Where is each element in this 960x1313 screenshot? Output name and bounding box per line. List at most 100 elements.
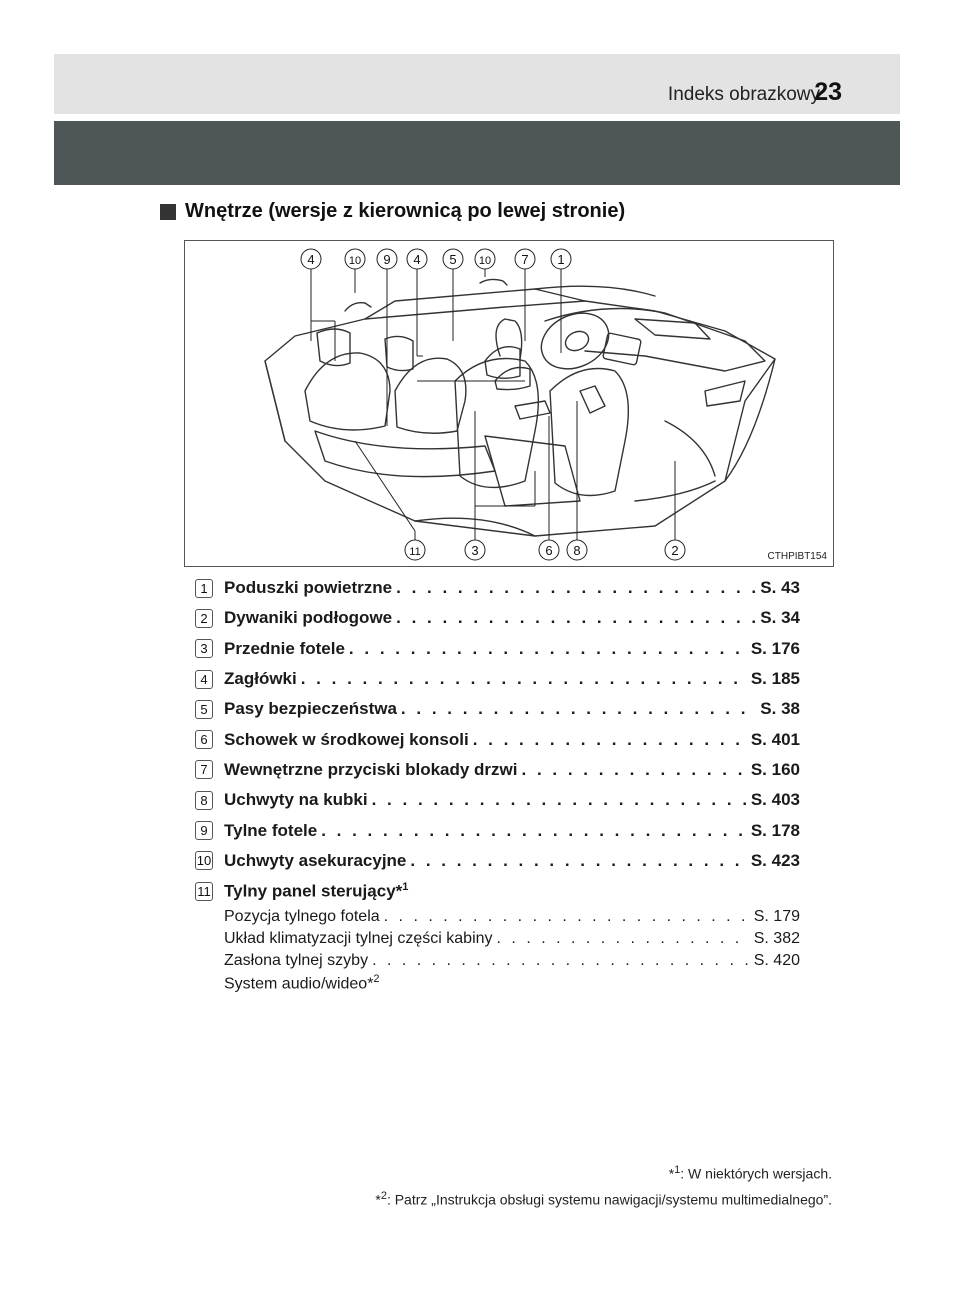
svg-text:4: 4 xyxy=(413,252,420,267)
item-page-ref[interactable]: S. 401 xyxy=(750,729,800,749)
item-page-ref[interactable]: S. 178 xyxy=(750,820,800,840)
item-number: 10 xyxy=(195,851,213,871)
footnote-mark: * xyxy=(375,1191,381,1208)
sub-item-label: Układ klimatyzacji tylnej części kabiny xyxy=(224,930,493,948)
sub-item-label: Pozycja tylnego fotela xyxy=(224,908,380,926)
item-page-ref[interactable]: S. 38 xyxy=(760,699,800,719)
footnote-mark: 1 xyxy=(402,880,409,893)
item-page-ref[interactable]: S. 176 xyxy=(750,638,800,658)
page-number: 23 xyxy=(814,78,842,106)
footnote-mark: * xyxy=(668,1165,675,1182)
item-page-ref[interactable]: S. 34 xyxy=(760,608,800,628)
svg-text:9: 9 xyxy=(383,252,390,267)
item-number: 2 xyxy=(195,608,213,628)
section-heading: Wnętrze (wersje z kierownicą po lewej st… xyxy=(160,200,625,223)
leader-dots: . . . . . . . . . . . . . . . . . . . . … xyxy=(371,790,747,810)
leader-dots: . . . . . . . . . . . . . . . . . . . . … xyxy=(496,930,750,948)
callout-top-3: 9 xyxy=(376,248,398,270)
leader-dots: . . . . . . . . . . . . . . . . . . . . … xyxy=(410,850,746,870)
sub-item: System audio/wideo*2 xyxy=(224,972,800,994)
footnote-1: *1: W niektórych wersjach. xyxy=(375,1159,832,1185)
item-label: Dywaniki podłogowe xyxy=(224,608,393,628)
item-label: Przednie fotele xyxy=(224,638,345,658)
footnote-2: *2: Patrz „Instrukcja obsługi systemu na… xyxy=(375,1185,832,1211)
footnote-sup: 2 xyxy=(380,1189,387,1202)
list-item: 2 Dywaniki podłogowe. . . . . . . . . . .… xyxy=(195,603,800,633)
svg-text:3: 3 xyxy=(471,543,478,558)
list-item: 9 Tylne fotele. . . . . . . . . . . . . .… xyxy=(195,815,800,845)
header-band xyxy=(54,121,900,185)
item-number: 1 xyxy=(195,578,213,598)
header-bar xyxy=(54,54,900,114)
callout-top-8: 1 xyxy=(550,248,572,270)
svg-text:6: 6 xyxy=(545,543,552,558)
leader-dots: . . . . . . . . . . . . . . . . . . . . … xyxy=(400,699,756,719)
item-number: 8 xyxy=(195,790,213,810)
interior-figure: 4 10 9 4 5 10 7 1 11 3 6 8 2 CTHPIBT154 xyxy=(184,240,834,567)
sub-item-label: System audio/wideo*2 xyxy=(224,973,380,993)
item-label: Tylny panel sterujący*1 xyxy=(224,881,408,902)
item-label: Poduszki powietrzne xyxy=(224,578,393,598)
svg-text:1: 1 xyxy=(557,252,564,267)
item-number: 6 xyxy=(195,730,213,750)
leader-dots: . . . . . . . . . . . . . . . . . . . . … xyxy=(521,759,747,779)
list-item: 6 Schowek w środkowej konsoli. . . . . . … xyxy=(195,724,800,754)
sub-item: Układ klimatyzacji tylnej części kabiny.… xyxy=(224,928,800,950)
footnote-sup: 1 xyxy=(674,1164,681,1176)
list-item: 4 Zagłówki. . . . . . . . . . . . . . . .… xyxy=(195,664,800,694)
item-label: Tylne fotele xyxy=(224,820,318,840)
item-number: 4 xyxy=(195,669,213,689)
item-page-ref[interactable]: S. 43 xyxy=(760,578,800,598)
callout-top-4: 4 xyxy=(406,248,428,270)
svg-text:11: 11 xyxy=(409,546,420,558)
item-label: Wewnętrzne przyciski blokady drzwi xyxy=(224,759,518,779)
footnote-text: : W niektórych wersjach. xyxy=(680,1165,832,1182)
callout-bottom-3: 6 xyxy=(538,539,560,561)
interior-illustration: 4 10 9 4 5 10 7 1 11 3 6 8 2 xyxy=(264,248,776,561)
sub-item-page-ref[interactable]: S. 382 xyxy=(753,930,800,948)
callout-top-7: 7 xyxy=(514,248,536,270)
sub-list: Pozycja tylnego fotela. . . . . . . . . … xyxy=(224,906,800,994)
callout-bottom-2: 3 xyxy=(464,539,486,561)
sub-item-page-ref[interactable]: S. 179 xyxy=(753,908,800,926)
footnotes: *1: W niektórych wersjach. *2: Patrz „In… xyxy=(375,1159,832,1210)
footnote-mark: 2 xyxy=(373,973,380,986)
callout-top-1: 4 xyxy=(300,248,322,270)
svg-text:4: 4 xyxy=(307,252,314,267)
sub-item-label: Zasłona tylnej szyby xyxy=(224,952,369,970)
item-page-ref[interactable]: S. 160 xyxy=(750,759,800,779)
item-number: 11 xyxy=(195,881,213,901)
leader-dots: . . . . . . . . . . . . . . . . . . . . … xyxy=(383,908,750,926)
leader-dots: . . . . . . . . . . . . . . . . . . . . … xyxy=(472,729,747,749)
item-page-ref[interactable]: S. 423 xyxy=(750,850,800,870)
item-label: Uchwyty na kubki xyxy=(224,790,368,810)
leader-dots: . . . . . . . . . . . . . . . . . . . . … xyxy=(396,578,756,598)
sub-item-label-text: System audio/wideo* xyxy=(224,975,374,993)
item-number: 9 xyxy=(195,821,213,841)
item-page-ref[interactable]: S. 185 xyxy=(750,669,800,689)
item-label: Schowek w środkowej konsoli xyxy=(224,729,469,749)
square-bullet-icon xyxy=(160,203,176,220)
item-page-ref[interactable]: S. 403 xyxy=(750,790,800,810)
svg-text:10: 10 xyxy=(349,255,361,267)
leader-dots: . . . . . . . . . . . . . . . . . . . . … xyxy=(321,820,747,840)
sub-item-page-ref[interactable]: S. 420 xyxy=(753,952,800,970)
callout-bottom-1: 11 xyxy=(404,539,426,561)
callout-top-2: 10 xyxy=(344,248,366,270)
svg-text:2: 2 xyxy=(671,543,678,558)
sub-item: Pozycja tylnego fotela. . . . . . . . . … xyxy=(224,906,800,928)
svg-text:5: 5 xyxy=(449,252,456,267)
item-label: Zagłówki xyxy=(224,669,297,689)
leader-dots: . . . . . . . . . . . . . . . . . . . . … xyxy=(300,669,747,689)
leader-dots: . . . . . . . . . . . . . . . . . . . . … xyxy=(372,952,750,970)
leader-dots: . . . . . . . . . . . . . . . . . . . . … xyxy=(396,608,756,628)
list-item: 8 Uchwyty na kubki. . . . . . . . . . . .… xyxy=(195,785,800,815)
sub-item: Zasłona tylnej szyby. . . . . . . . . . … xyxy=(224,950,800,972)
section-title: Wnętrze (wersje z kierownicą po lewej st… xyxy=(185,200,626,222)
svg-text:8: 8 xyxy=(573,543,580,558)
item-number: 3 xyxy=(195,639,213,659)
